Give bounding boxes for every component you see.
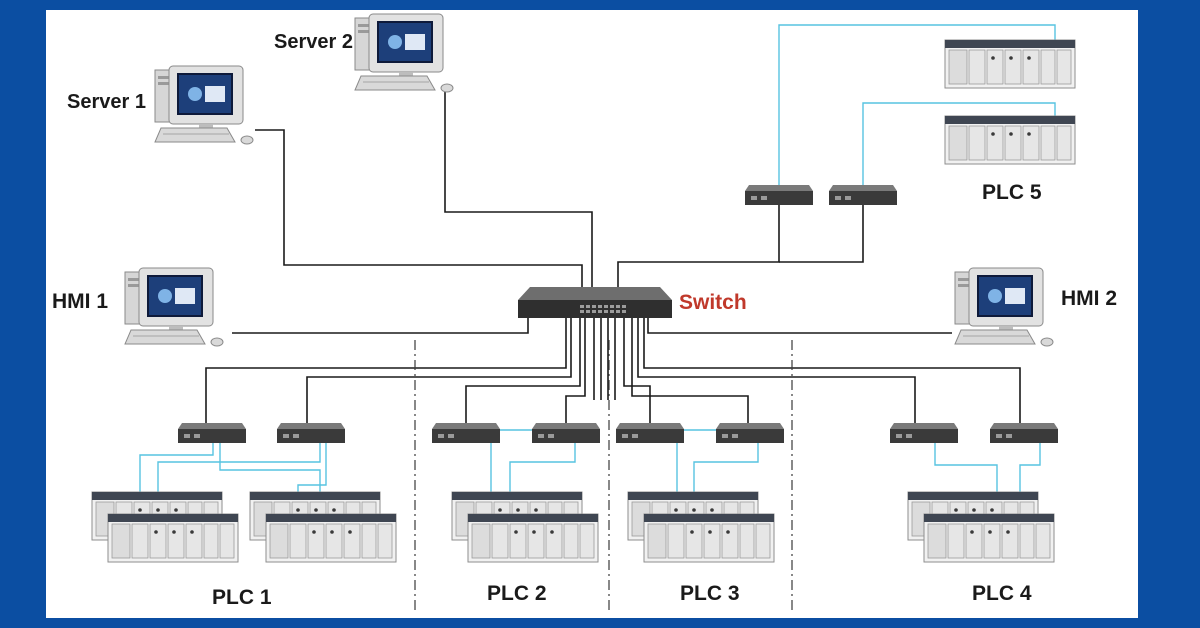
plc2-converter-right-icon	[532, 423, 600, 443]
ethernet-cables	[205, 84, 1021, 423]
server-1-label: Server 1	[67, 91, 146, 113]
plc4-rack-icon	[908, 492, 1054, 562]
plc5-label: PLC 5	[982, 181, 1042, 204]
plc3-rack-icon	[628, 492, 774, 562]
plc3-converter-right-icon	[716, 423, 784, 443]
plc3-label: PLC 3	[680, 582, 740, 605]
zone-separators	[414, 340, 793, 612]
switch-label: Switch	[679, 291, 747, 314]
hmi-1-computer-icon	[124, 267, 224, 347]
main-switch-icon	[518, 287, 672, 318]
plc4-label: PLC 4	[972, 582, 1032, 605]
hmi-1-label: HMI 1	[52, 290, 108, 313]
plc4-converter-right-icon	[990, 423, 1058, 443]
plc4-converter-left-icon	[890, 423, 958, 443]
plc5-rack-top-icon	[944, 39, 1076, 89]
plc5-converter-right-icon	[829, 185, 897, 205]
plc1-converter-right-icon	[277, 423, 345, 443]
hmi-2-label: HMI 2	[1061, 287, 1117, 310]
plc5-converter-left-icon	[745, 185, 813, 205]
server-2-computer-icon	[354, 13, 454, 93]
plc1-rack-a-icon	[92, 492, 238, 562]
hmi-2-computer-icon	[954, 267, 1054, 347]
plc2-label: PLC 2	[487, 582, 547, 605]
plc2-rack-icon	[452, 492, 598, 562]
plc2-converter-left-icon	[432, 423, 500, 443]
server-1-computer-icon	[154, 65, 254, 145]
plc1-converter-left-icon	[178, 423, 246, 443]
plc5-rack-bottom-icon	[944, 115, 1076, 165]
plc1-label: PLC 1	[212, 586, 272, 609]
plc1-rack-b-icon	[250, 492, 396, 562]
plc3-converter-left-icon	[616, 423, 684, 443]
fiber-cables	[139, 24, 1056, 520]
server-2-label: Server 2	[274, 31, 353, 53]
